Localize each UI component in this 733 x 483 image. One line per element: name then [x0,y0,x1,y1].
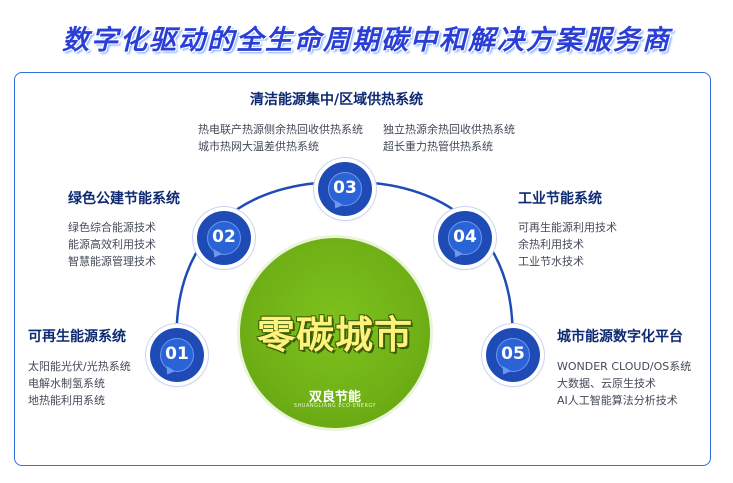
speech-bubble-icon [207,221,241,255]
node-number: 04 [453,227,477,247]
category-item: 大数据、云原生技术 [557,377,656,390]
category-item: 能源高效利用技术 [68,238,156,251]
speech-bubble-icon [496,338,530,372]
category-item: AI人工智能算法分析技术 [557,394,678,407]
category-item: 可再生能源利用技术 [518,221,617,234]
category-item: 地热能利用系统 [28,394,105,407]
category-item: 电解水制氢系统 [28,377,105,390]
node-01: 01 [150,328,204,382]
speech-bubble-icon [328,172,362,206]
category-item: 工业节水技术 [518,255,584,268]
node-number: 02 [212,227,236,247]
category-item: 智慧能源管理技术 [68,255,156,268]
category-title-clean-heating: 清洁能源集中/区域供热系统 [250,92,424,108]
center-title: 零碳城市 [256,313,413,357]
speech-bubble-icon [160,338,194,372]
node-number: 05 [501,344,525,364]
center-circle: 零碳城市 双良节能 SHUANGLIANG ECO-ENERGY [240,238,430,428]
page-title: 数字化驱动的全生命周期碳中和解决方案服务商 [62,25,671,56]
category-item: 太阳能光伏/光热系统 [28,360,131,373]
node-02: 02 [197,211,251,265]
category-title-renewable: 可再生能源系统 [28,329,126,345]
category-item: 城市热网大温差供热系统 [198,140,319,153]
node-number: 03 [333,178,357,198]
brand-logo-subtext: SHUANGLIANG ECO-ENERGY [293,403,377,409]
node-04: 04 [438,211,492,265]
category-item: 热电联产热源侧余热回收供热系统 [198,123,363,136]
category-title-industrial: 工业节能系统 [518,191,602,207]
category-item: 超长重力热管供热系统 [383,140,493,153]
category-title-green-building: 绿色公建节能系统 [68,191,180,207]
category-item: 绿色综合能源技术 [68,221,156,234]
category-title-digital-platform: 城市能源数字化平台 [557,329,683,345]
category-item: WONDER CLOUD/OS系统 [557,360,692,373]
node-05: 05 [486,328,540,382]
speech-bubble-icon [448,221,482,255]
category-item: 余热利用技术 [518,238,584,251]
node-number: 01 [165,344,189,364]
node-03: 03 [318,162,372,216]
brand-logo: 双良节能 [308,390,361,405]
category-item: 独立热源余热回收供热系统 [383,123,515,136]
